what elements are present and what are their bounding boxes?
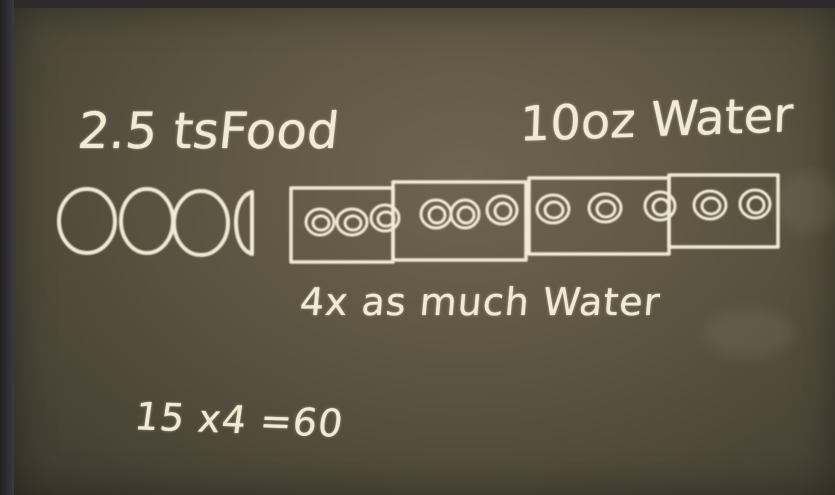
water-scribble-icon	[692, 189, 728, 221]
water-scribble-icon	[738, 188, 772, 220]
water-scribble-icon	[369, 203, 401, 233]
chalk-smudge	[704, 308, 794, 358]
water-scribble-icon	[335, 207, 369, 237]
water-scribble-icon	[485, 194, 519, 226]
water-scribble-icon	[304, 207, 336, 237]
water-scribble-icon	[449, 198, 481, 230]
board-left-edge	[0, 0, 14, 495]
half-circle-icon	[234, 190, 254, 256]
water-scribble-icon	[643, 190, 677, 222]
food-circle-icon	[119, 187, 175, 255]
board-top-edge	[0, 0, 835, 8]
food-circle-icon	[172, 189, 230, 257]
water-scribble-icon	[535, 193, 571, 225]
chalk-smudge	[774, 173, 835, 233]
water-scribble-icon	[419, 198, 453, 230]
water-scribble-icon	[587, 192, 623, 224]
food-circle-icon	[57, 187, 117, 255]
